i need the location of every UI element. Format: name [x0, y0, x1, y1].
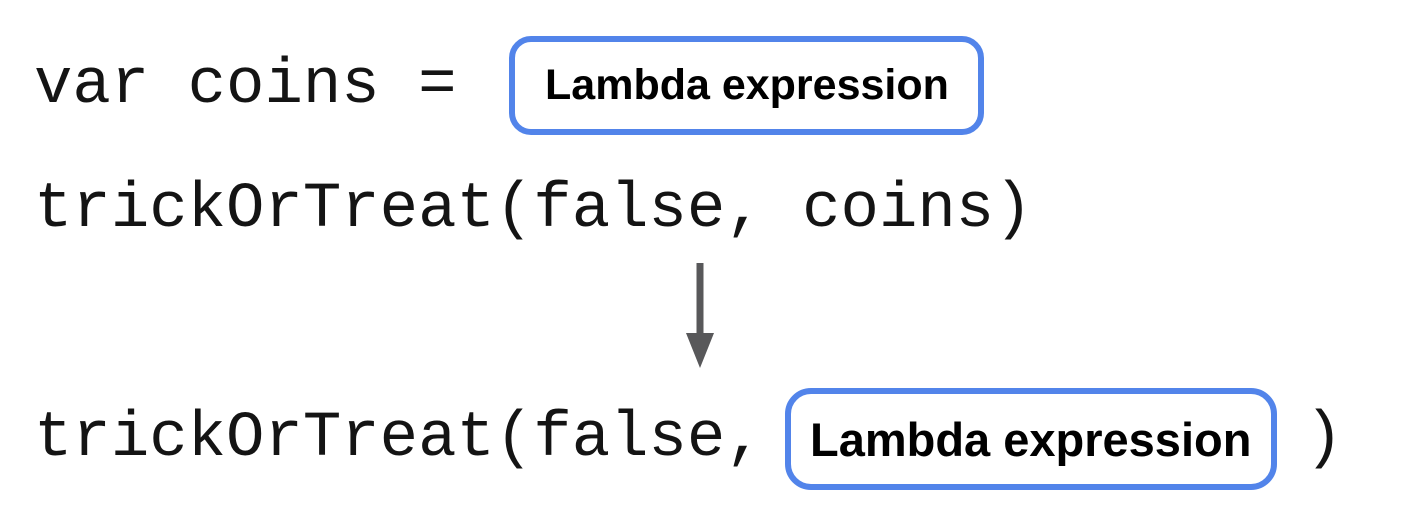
code-line-call-with-variable: trickOrTreat(false, coins): [34, 174, 1033, 246]
lambda-expression-box-top: Lambda expression: [509, 36, 985, 135]
transform-arrow: [685, 263, 715, 369]
code-line-declaration: var coins =: [34, 49, 457, 122]
call-row: trickOrTreat(false, coins): [34, 178, 1033, 242]
lambda-expression-box-bottom: Lambda expression: [784, 388, 1277, 490]
declaration-row: var coins = Lambda expression: [34, 36, 985, 135]
lambda-expression-label-top: Lambda expression: [545, 61, 949, 109]
down-arrow-icon: [686, 263, 714, 368]
lambda-expression-label-bottom: Lambda expression: [810, 412, 1252, 466]
closing-paren: ): [1304, 403, 1344, 475]
code-line-inlined-prefix: trickOrTreat(false,: [34, 403, 764, 475]
inlined-call-row: trickOrTreat(false, Lambda expression ): [34, 388, 1343, 490]
